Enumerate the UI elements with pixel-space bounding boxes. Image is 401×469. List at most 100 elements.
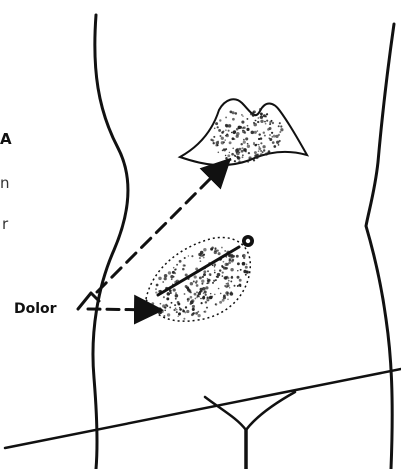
stipple-dot: [239, 279, 242, 282]
stipple-dot: [253, 159, 255, 161]
stipple-dot: [269, 134, 271, 136]
stipple-dot: [205, 294, 207, 296]
stipple-dot: [236, 128, 239, 131]
stipple-dot: [221, 141, 224, 144]
stipple-dot: [234, 138, 236, 140]
stipple-dot: [213, 280, 215, 282]
stipple-dot: [264, 135, 266, 137]
stipple-dot: [225, 157, 228, 160]
stipple-dot: [214, 270, 216, 272]
stipple-dot: [207, 297, 209, 299]
stipple-dot: [170, 292, 172, 294]
stipple-dot: [188, 255, 189, 256]
stipple-dot: [248, 152, 250, 154]
stipple-dot: [194, 275, 197, 278]
stipple-dot: [263, 114, 266, 117]
stipple-dot: [280, 125, 282, 127]
stipple-dot: [242, 156, 244, 158]
stipple-dot: [246, 118, 248, 120]
stipple-dot: [202, 287, 206, 291]
stipple-dot: [221, 137, 224, 140]
stipple-dot: [269, 123, 271, 125]
stipple-dot: [218, 152, 220, 154]
stipple-dot: [214, 128, 216, 130]
stipple-dot: [227, 282, 229, 284]
stipple-dot: [218, 129, 221, 132]
stipple-dot: [278, 134, 280, 136]
stipple-dot: [242, 154, 244, 156]
stipple-dot: [229, 257, 232, 260]
stipple-dot: [221, 247, 223, 249]
stipple-dot: [187, 299, 189, 301]
stipple-dot: [185, 306, 187, 308]
stipple-dot: [228, 280, 230, 282]
stipple-dot: [253, 143, 255, 145]
stipple-dot: [232, 111, 235, 114]
stipple-dot: [199, 257, 201, 259]
stipple-dot: [155, 288, 157, 290]
stipple-dot: [241, 147, 243, 149]
stipple-dot: [227, 298, 229, 300]
stipple-dot: [201, 280, 204, 283]
stipple-dot: [278, 125, 280, 127]
stipple-dot: [214, 294, 216, 296]
stipple-dot: [229, 287, 231, 289]
stipple-dot: [162, 281, 164, 283]
stipple-dot: [226, 134, 228, 136]
stipple-dot: [243, 139, 245, 141]
stipple-dot: [279, 122, 281, 124]
stipple-dot: [202, 296, 205, 299]
stipple-dot: [230, 292, 234, 296]
stipple-dot: [179, 260, 182, 263]
stipple-dot: [158, 277, 161, 280]
stipple-dot: [225, 135, 227, 137]
stipple-dot: [253, 122, 255, 124]
stipple-dot: [166, 297, 169, 300]
stipple-dot: [273, 145, 276, 148]
stipple-dot: [232, 131, 235, 134]
stipple-dot: [201, 283, 203, 285]
stipple-dot: [266, 120, 268, 122]
stipple-dot: [260, 116, 263, 119]
stipple-dot: [221, 265, 223, 267]
stipple-dot: [207, 270, 209, 272]
stipple-dot: [190, 300, 194, 304]
stipple-dot: [197, 294, 200, 297]
stipple-dot: [241, 150, 244, 153]
stipple-dot: [237, 262, 240, 265]
stipple-dot: [192, 308, 195, 311]
stipple-dot: [221, 131, 224, 134]
stipple-dot: [234, 285, 236, 287]
stipple-dot: [271, 136, 272, 137]
stipple-dot: [190, 282, 193, 285]
stipple-dot: [214, 266, 216, 268]
stipple-dot: [258, 133, 260, 135]
stipple-dot: [248, 156, 252, 160]
stipple-dot: [200, 260, 202, 262]
stipple-dot: [175, 292, 177, 294]
stipple-dot: [218, 252, 221, 255]
stipple-dot: [263, 131, 265, 133]
stipple-dot: [265, 123, 267, 125]
stipple-dot: [260, 112, 263, 115]
groin-line: [5, 369, 401, 448]
stipple-dot: [164, 310, 166, 312]
stipple-dot: [206, 307, 208, 309]
stipple-dot: [245, 266, 248, 269]
stipple-dot: [228, 124, 232, 128]
stipple-dot: [260, 120, 263, 123]
stipple-dot: [214, 272, 216, 274]
stipple-dot: [203, 257, 205, 259]
dolor-label: Dolor: [14, 301, 57, 317]
stipple-dot: [159, 308, 162, 311]
stipple-dot: [209, 296, 213, 300]
stipple-dot: [247, 161, 249, 163]
stipple-dot: [164, 277, 167, 280]
stipple-dot: [246, 264, 248, 266]
stipple-dot: [195, 298, 197, 300]
stipple-dot: [159, 312, 161, 314]
stipple-dot: [236, 255, 239, 258]
lower-internal-dot-highlight: [246, 239, 250, 243]
stipple-dot: [179, 308, 182, 311]
stipple-dot: [171, 302, 173, 304]
